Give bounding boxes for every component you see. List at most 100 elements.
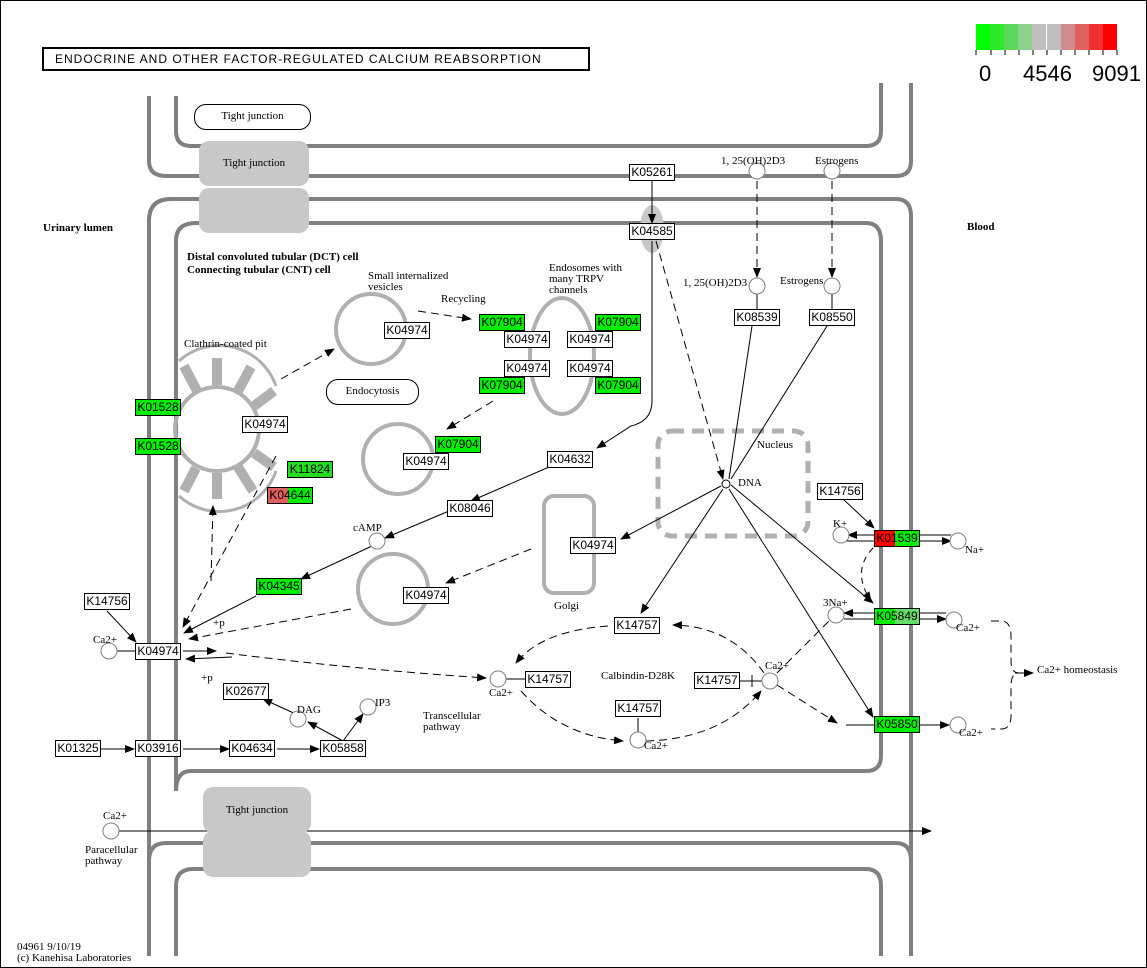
gene-node-k04974[interactable]: K04974 (504, 360, 550, 377)
gene-node-k14757[interactable]: K14757 (615, 700, 661, 717)
map-title: ENDOCRINE AND OTHER FACTOR-REGULATED CAL… (42, 47, 590, 71)
tight-junction-bottom: Tight junction (203, 787, 311, 833)
gene-node-k01528[interactable]: K01528 (135, 399, 181, 416)
legend-color-cell (1004, 24, 1019, 50)
legend-color-cell (976, 24, 990, 50)
gene-node-k07904[interactable]: K07904 (595, 377, 641, 394)
legend-color-cell (1018, 24, 1033, 50)
legend-color-cell (1074, 24, 1089, 50)
clathrin-spokes (179, 358, 277, 499)
gene-node-k04634[interactable]: K04634 (229, 740, 275, 757)
gene-node-k01528[interactable]: K01528 (135, 438, 181, 455)
cell-type-label-2: Connecting tubular (CNT) cell (187, 264, 331, 276)
gene-node-k05850[interactable]: K05850 (874, 716, 920, 733)
gene-node-k04974[interactable]: K04974 (242, 416, 288, 433)
gene-node-k04632[interactable]: K04632 (547, 451, 593, 468)
ip3-label: IP3 (375, 697, 391, 709)
gene-node-k04974[interactable]: K04974 (567, 331, 613, 348)
calcium-label: Ca2+ (765, 660, 789, 672)
gene-node-k14756[interactable]: K14756 (84, 593, 130, 610)
gene-node-k07904[interactable]: K07904 (595, 314, 641, 331)
clathrin-label: Clathrin-coated pit (184, 338, 267, 350)
legend-color-cell (1032, 24, 1047, 50)
endocytosis-label: Endocytosis (326, 379, 419, 405)
gene-node-k08046[interactable]: K08046 (447, 500, 493, 517)
tight-junction-label: Tight junction (194, 104, 311, 130)
dag-label: DAG (297, 704, 321, 716)
gene-node-k04974[interactable]: K04974 (135, 643, 181, 660)
gene-node-k14757[interactable]: K14757 (525, 671, 571, 688)
legend-color-cell (1046, 24, 1061, 50)
three-sodium-label: 3Na+ (823, 597, 848, 609)
calcium-label: Ca2+ (644, 740, 668, 752)
gene-node-k07904[interactable]: K07904 (479, 377, 525, 394)
gene-node-k14756[interactable]: K14756 (817, 483, 863, 500)
vitamin-d-label-2: 1, 25(OH)2D3 (683, 277, 748, 289)
gene-node-k04345[interactable]: K04345 (256, 578, 302, 595)
gene-node-k01325[interactable]: K01325 (55, 740, 101, 757)
gene-node-k04585[interactable]: K04585 (629, 223, 675, 240)
gene-node-k04974[interactable]: K04974 (403, 453, 449, 470)
paracellular-label-2: pathway (85, 855, 123, 867)
gene-node-k05858[interactable]: K05858 (320, 740, 366, 757)
paracellular-label: Paracellular (85, 844, 138, 856)
small-vesicles-label: Small internalized (368, 270, 449, 282)
tight-junction-bottom-lower (203, 831, 311, 877)
transcellular-label: Transcellular (423, 710, 481, 722)
calcium-label: Ca2+ (959, 727, 983, 739)
gene-node-k08539[interactable]: K08539 (734, 309, 780, 326)
golgi-label: Golgi (554, 600, 580, 612)
gene-node-k11824[interactable]: K11824 (287, 461, 333, 478)
gene-node-k04974[interactable]: K04974 (403, 587, 449, 604)
gene-node-k04974[interactable]: K04974 (504, 331, 550, 348)
gene-node-k05261[interactable]: K05261 (629, 164, 675, 181)
vitamin-d-label: 1, 25(OH)2D3 (721, 155, 786, 167)
recycling-label: Recycling (441, 293, 486, 305)
calcium-label: Ca2+ (103, 810, 127, 822)
gene-node-k07904[interactable]: K07904 (435, 436, 481, 453)
cell-type-label: Distal convoluted tubular (DCT) cell (187, 251, 359, 263)
gene-node-k04974[interactable]: K04974 (567, 360, 613, 377)
gene-node-k04974[interactable]: K04974 (384, 322, 430, 339)
nucleus (655, 428, 811, 539)
compounds (100, 162, 967, 840)
tight-junction-top-lower (199, 188, 309, 233)
legend-color-cell (1088, 24, 1103, 50)
gene-node-k05849[interactable]: K05849 (874, 608, 920, 625)
urinary-lumen-label: Urinary lumen (43, 222, 113, 234)
legend-mid: 4546 (1023, 61, 1072, 86)
estrogens-label: Estrogens (815, 155, 859, 167)
legend-color-cell (1060, 24, 1075, 50)
calcium-label: Ca2+ (489, 687, 513, 699)
blood-label: Blood (967, 221, 995, 233)
legend-color-cell (1102, 24, 1117, 50)
legend-ticks (975, 50, 1118, 55)
endosomes-label: Endosomes with (549, 262, 623, 274)
nucleus-label: Nucleus (757, 439, 794, 451)
cell-membranes (147, 83, 913, 956)
legend-max: 9091 (1092, 61, 1141, 86)
gene-node-k14757[interactable]: K14757 (694, 672, 740, 689)
gene-node-k07904[interactable]: K07904 (479, 314, 525, 331)
calcium-label: Ca2+ (93, 634, 117, 646)
gene-node-k04644[interactable]: K04644 (267, 487, 313, 504)
endosomes-label-2: many TRPV (549, 273, 605, 285)
calcium-homeostasis-label: Ca2+ homeostasis (1037, 664, 1118, 676)
endosomes-label-3: channels (549, 284, 588, 296)
calcium-label: Ca2+ (956, 622, 980, 634)
phosphorylation-label: +p (213, 617, 225, 629)
copyright: (c) Kanehisa Laboratories (17, 952, 132, 964)
calbindin-label: Calbindin-D28K (601, 670, 675, 682)
sodium-label: Na+ (965, 544, 985, 556)
camp-label: cAMP (353, 522, 382, 534)
gene-node-k14757[interactable]: K14757 (614, 617, 660, 634)
dna-label: DNA (738, 477, 762, 489)
phosphorylation-label-2: +p (201, 672, 213, 684)
gene-node-k01539[interactable]: K01539 (874, 530, 920, 547)
gene-node-k02677[interactable]: K02677 (223, 683, 269, 700)
gene-node-k08550[interactable]: K08550 (809, 309, 855, 326)
gene-node-k04974[interactable]: K04974 (570, 537, 616, 554)
gene-node-k03916[interactable]: K03916 (135, 740, 181, 757)
tight-junction-top: Tight junction (199, 141, 309, 186)
